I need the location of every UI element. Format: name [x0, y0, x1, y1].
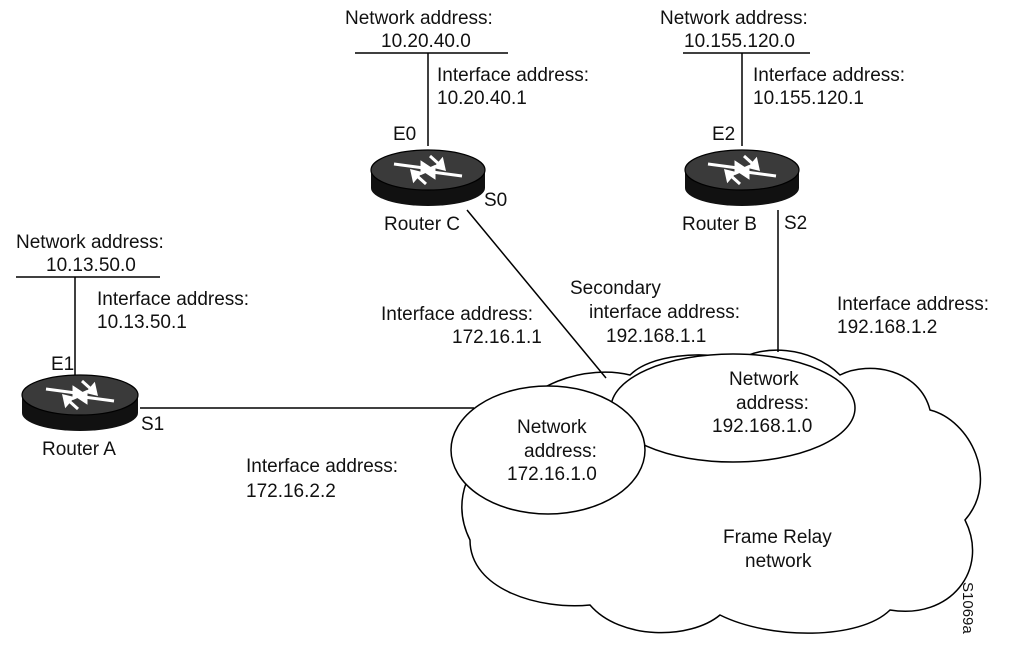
router-a-port-s1: S1 — [141, 414, 164, 435]
router-b-port-s2: S2 — [784, 213, 807, 234]
iface-a-s1-label: Interface address: — [246, 456, 398, 477]
iface-c-secondary-addr: 192.168.1.1 — [606, 326, 706, 347]
net-192-addr: 192.168.1.0 — [712, 416, 812, 437]
network-b-addr: 10.155.120.0 — [684, 31, 795, 52]
iface-c-e0-addr: 10.20.40.1 — [437, 88, 527, 109]
network-b-label: Network address: — [660, 8, 808, 29]
network-c-label: Network address: — [345, 8, 493, 29]
iface-a-e1-addr: 10.13.50.1 — [97, 312, 187, 333]
net-172-line2: address: — [524, 441, 597, 462]
router-b-name: Router B — [682, 214, 757, 235]
network-a-label: Network address: — [16, 232, 164, 253]
iface-b-s2-label: Interface address: — [837, 294, 989, 315]
frame-relay-line1: Frame Relay — [723, 527, 832, 548]
iface-c-secondary-line2: interface address: — [589, 302, 740, 323]
iface-b-s2-addr: 192.168.1.2 — [837, 317, 937, 338]
network-172-ellipse — [450, 385, 646, 515]
frame-relay-line2: network — [745, 551, 812, 572]
net-172-addr: 172.16.1.0 — [507, 464, 597, 485]
iface-a-e1-label: Interface address: — [97, 289, 249, 310]
net-172-line1: Network — [517, 417, 587, 438]
router-b-icon — [684, 149, 800, 206]
router-c-icon — [370, 149, 486, 206]
router-c-port-s0: S0 — [484, 190, 507, 211]
router-c-name: Router C — [384, 214, 460, 235]
router-b-port-e2: E2 — [712, 124, 735, 145]
link-c-s0 — [466, 209, 607, 379]
router-a-port-e1: E1 — [51, 354, 74, 375]
network-a-addr: 10.13.50.0 — [46, 255, 136, 276]
net-192-line2: address: — [736, 393, 809, 414]
network-c-addr: 10.20.40.0 — [381, 31, 471, 52]
iface-c-s0-addr: 172.16.1.1 — [452, 327, 542, 348]
iface-c-secondary-line1: Secondary — [570, 278, 661, 299]
iface-a-s1-addr: 172.16.2.2 — [246, 481, 336, 502]
iface-b-e2-label: Interface address: — [753, 65, 905, 86]
router-c-port-e0: E0 — [393, 124, 416, 145]
iface-c-s0-label: Interface address: — [381, 304, 533, 325]
net-192-line1: Network — [729, 369, 799, 390]
figure-id: S1069a — [959, 582, 976, 634]
iface-c-e0-label: Interface address: — [437, 65, 589, 86]
iface-b-e2-addr: 10.155.120.1 — [753, 88, 864, 109]
router-a-icon — [21, 374, 139, 431]
router-a-name: Router A — [42, 439, 116, 460]
